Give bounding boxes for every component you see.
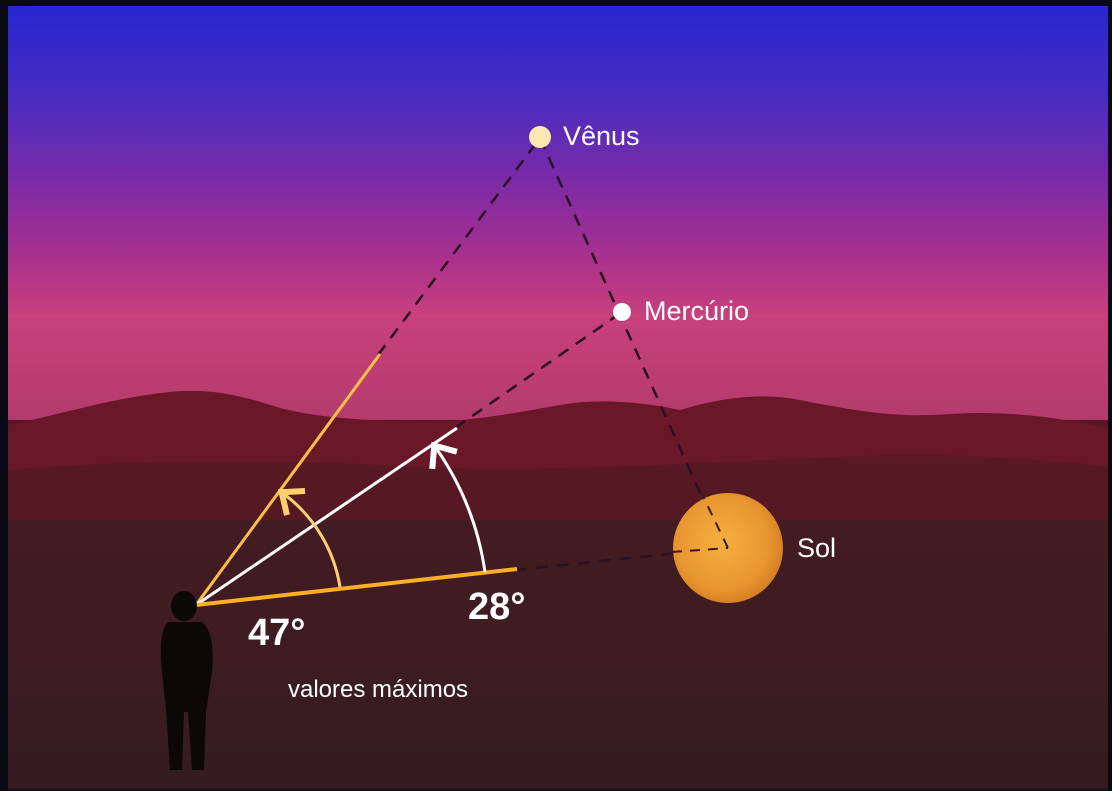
angle-label-28: 28° (468, 586, 525, 628)
mercury-line (195, 426, 458, 607)
observer-silhouette (160, 591, 213, 770)
hills (8, 390, 1108, 470)
mercury-label: Mercúrio (644, 296, 749, 326)
caption: valores máximos (288, 676, 468, 703)
mercury-dash-observer (454, 310, 623, 430)
venus-dot (529, 126, 551, 148)
sky (8, 6, 1108, 436)
angle-arc-28 (429, 441, 487, 573)
sun-dash-inner-horiz (671, 547, 729, 553)
venus-dash-sun (538, 137, 727, 549)
angle-arc-47 (277, 488, 342, 588)
angle-label-47: 47° (248, 612, 305, 654)
horizon-line (195, 567, 518, 607)
sun-label: Sol (797, 533, 836, 563)
mercury-dot (613, 303, 631, 321)
venus-dash-observer (376, 137, 542, 356)
venus-label: Vênus (563, 121, 640, 151)
venus-line (194, 353, 382, 606)
